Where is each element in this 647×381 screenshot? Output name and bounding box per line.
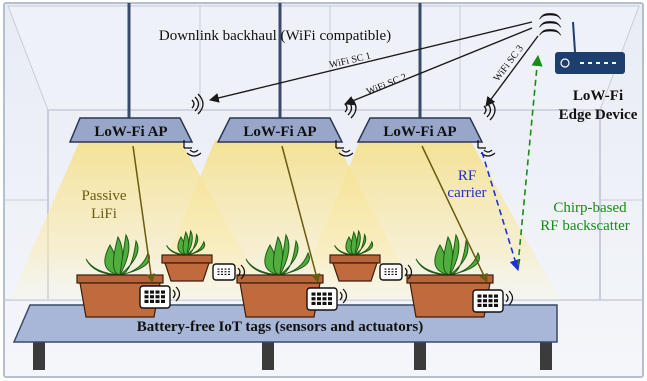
iot-tag-icon — [472, 289, 514, 313]
iot-tag-icon — [306, 287, 348, 311]
chirp-label-1: Chirp-based — [553, 200, 627, 216]
iot-tags — [139, 263, 514, 313]
iot-tag-icon — [379, 263, 413, 281]
ap-wifi-icon — [191, 93, 204, 115]
rf-carrier-label-2: carrier — [447, 185, 486, 201]
ap-3-label: LoW-Fi AP — [383, 124, 456, 140]
plant-pot — [406, 233, 494, 318]
downlink-arrows — [209, 21, 539, 107]
rf-carrier-label-1: RF — [458, 168, 476, 184]
ap-hanging-rods — [127, 3, 422, 118]
chirp-backscatter-arrow — [517, 54, 543, 266]
rf-carrier-arrow — [481, 151, 521, 272]
access-point-3[interactable]: LoW-Fi AP — [356, 117, 484, 143]
edge-device-line1: LoW-Fi — [573, 88, 623, 104]
plants — [76, 229, 494, 318]
chirp-label-2: RF backscatter — [540, 218, 630, 234]
edge-device-line2: Edge Device — [559, 107, 638, 123]
table-label: Battery-free IoT tags (sensors and actua… — [137, 319, 424, 335]
ap-lifi-icon — [183, 140, 202, 157]
passive-lifi-label-2: LiFi — [91, 206, 117, 222]
plant-pot — [161, 229, 213, 282]
ap-1-label: LoW-Fi AP — [94, 124, 167, 140]
iot-tag-icon — [212, 263, 246, 281]
edge-wifi-icon: ))) — [536, 12, 562, 36]
edge-device[interactable]: ))) LoW-Fi Edge Device — [536, 12, 638, 123]
access-point-2[interactable]: LoW-Fi AP — [216, 117, 344, 143]
ap-lifi-icon — [335, 140, 354, 157]
passive-lifi-label-1: Passive — [82, 188, 127, 204]
plant-pot — [329, 229, 381, 282]
access-point-1[interactable]: LoW-Fi AP — [68, 117, 194, 143]
downlink-label: Downlink backhaul (WiFi compatible) — [159, 28, 391, 44]
ap-2-label: LoW-Fi AP — [243, 124, 316, 140]
iot-tag-icon — [139, 285, 181, 309]
plant-pot — [236, 233, 324, 318]
passive-lifi-arrows — [132, 145, 488, 283]
